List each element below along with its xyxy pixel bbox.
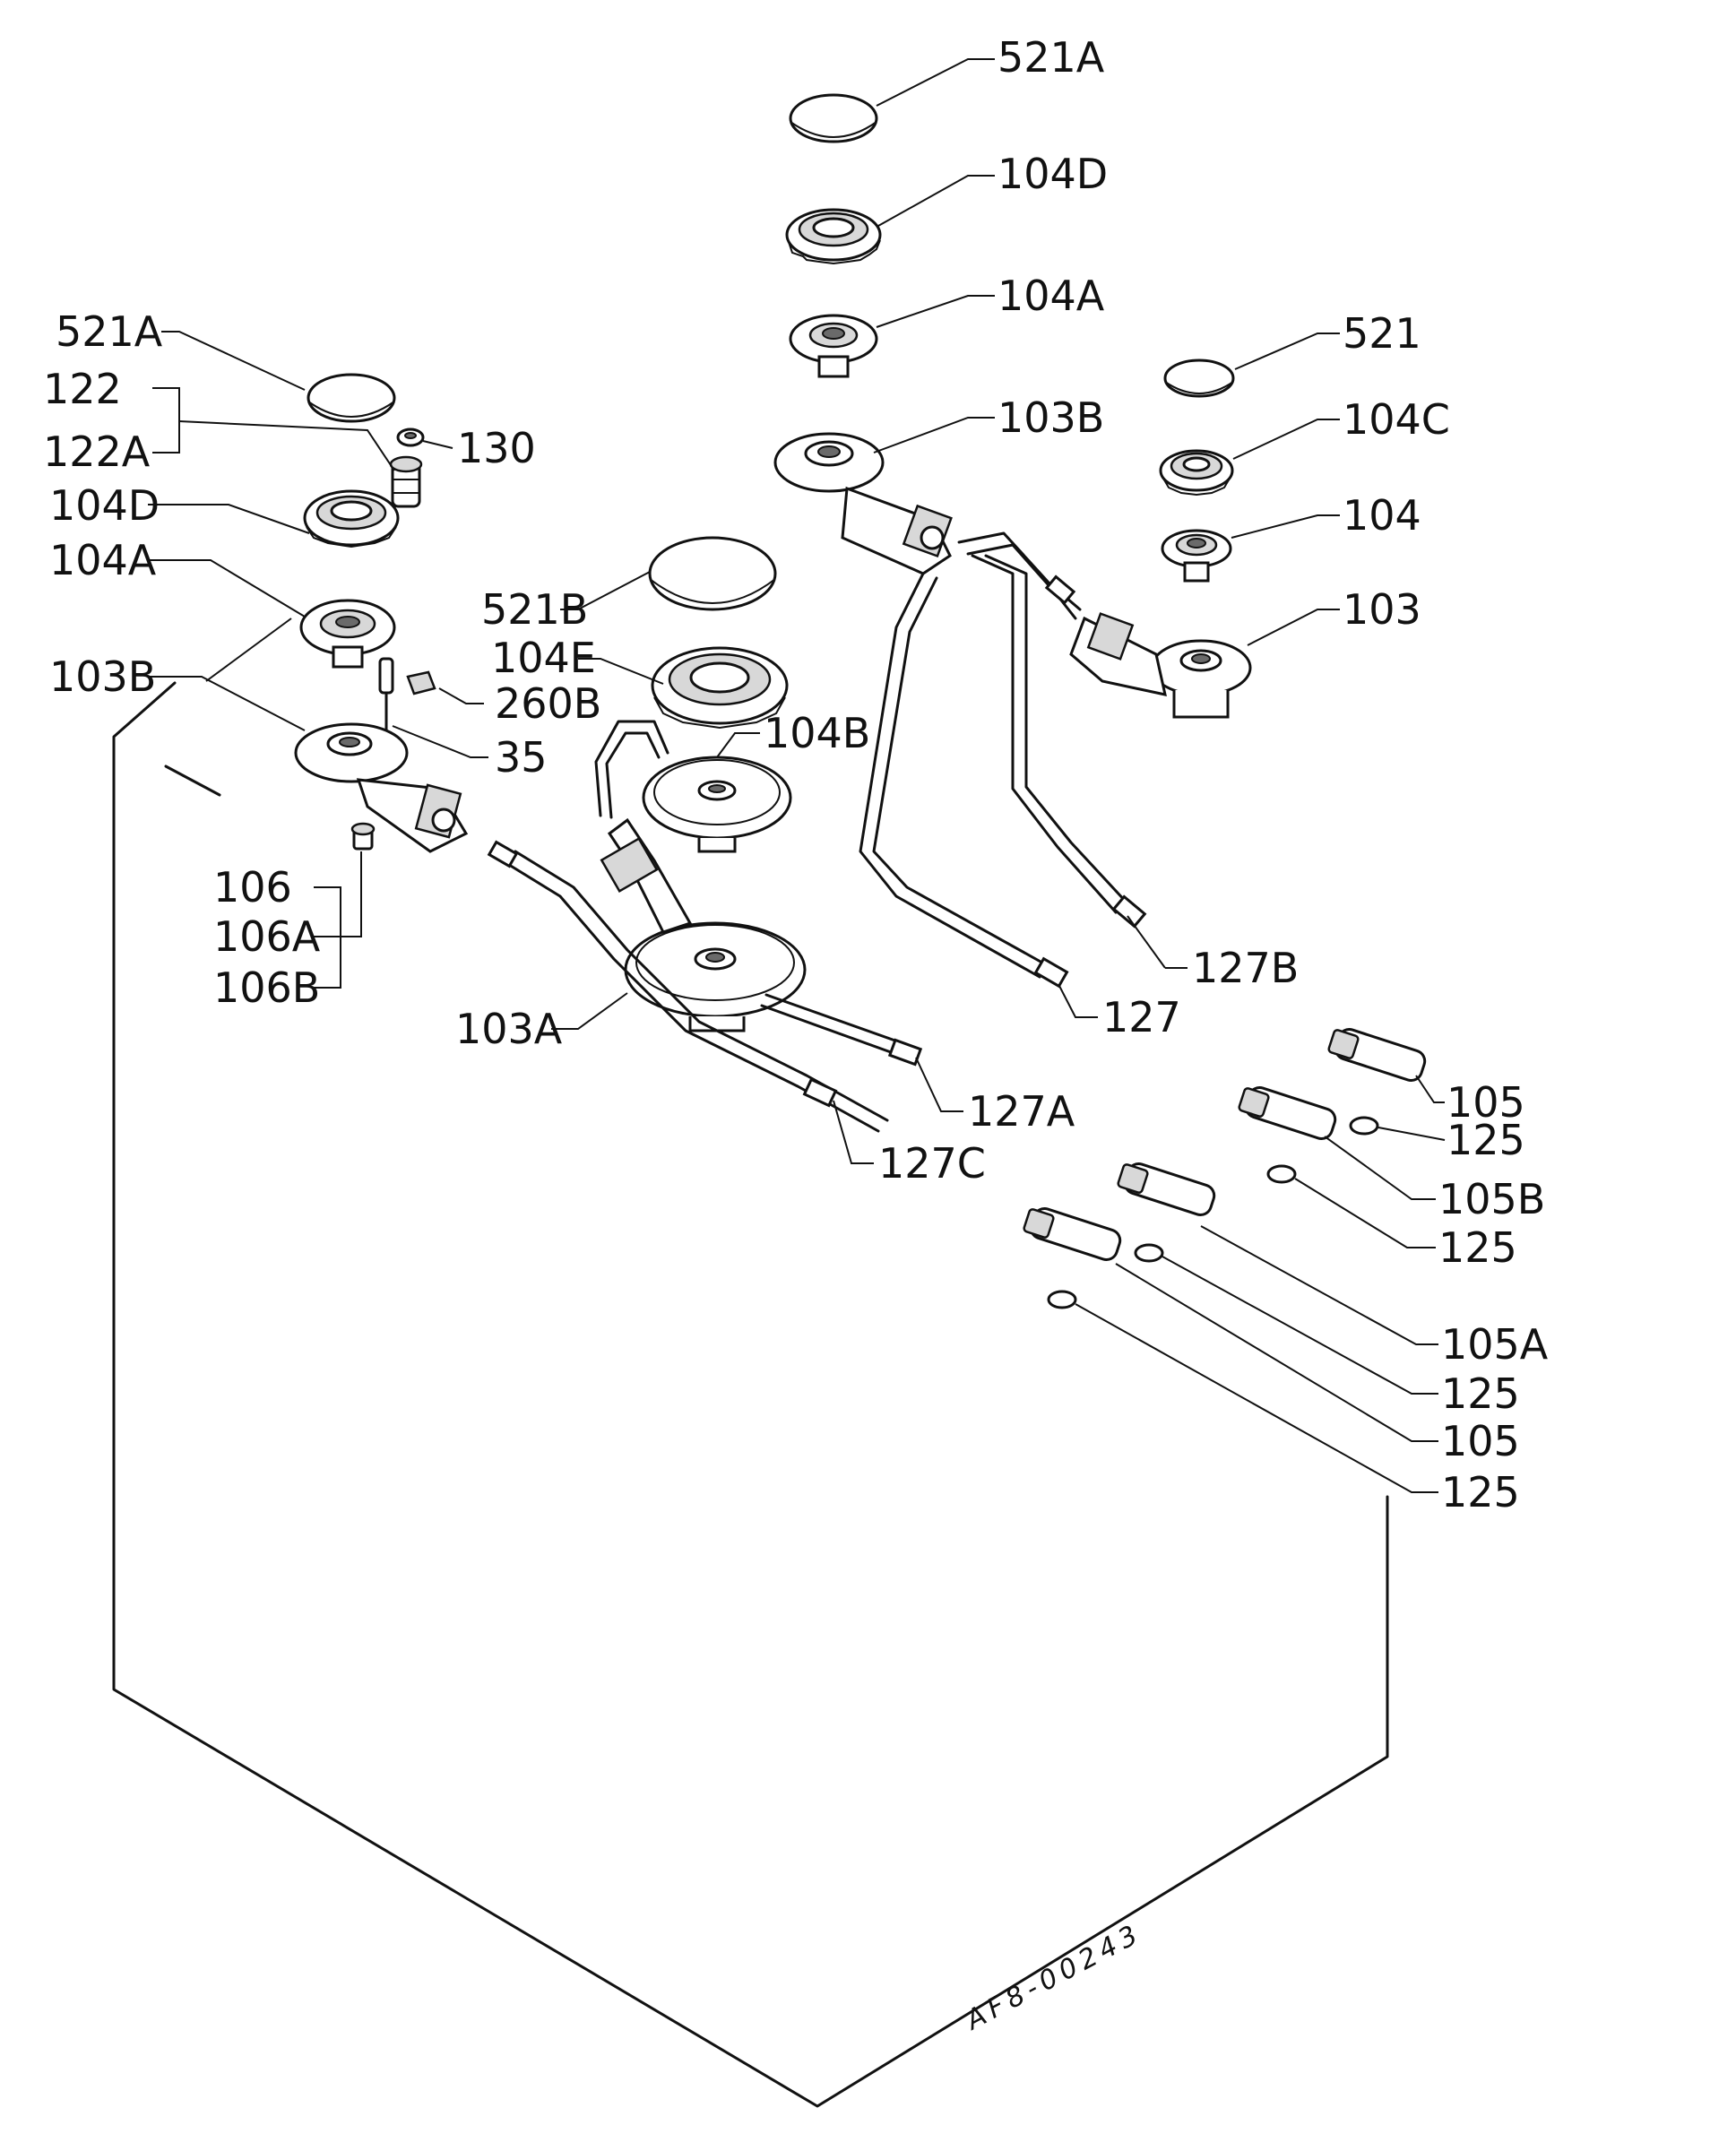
burner-spreader-104 — [1161, 529, 1232, 583]
label-103a: 103A — [455, 1005, 563, 1053]
label-127b: 127B — [1192, 944, 1299, 992]
injector-106 — [350, 822, 376, 851]
label-104e: 104E — [491, 634, 596, 682]
hob-outline — [112, 681, 1389, 2108]
label-106b: 106B — [213, 963, 320, 1012]
burner-crown-104d-left — [303, 489, 400, 549]
label-103: 103 — [1343, 585, 1421, 634]
burner-body-103b-left — [294, 722, 469, 853]
burner-body-103b-top — [773, 432, 953, 575]
valve-part-130 — [396, 428, 425, 447]
label-104c: 104C — [1343, 395, 1450, 444]
label-104a-top: 104A — [998, 272, 1105, 320]
label-521a-left: 521A — [56, 307, 163, 356]
burner-spreader-104a-top — [789, 314, 878, 378]
valve-105-upper — [1327, 1028, 1427, 1082]
burner-cap-521b — [648, 536, 777, 611]
label-260b: 260B — [495, 679, 601, 728]
label-105-1: 105 — [1447, 1078, 1525, 1127]
burner-cap-521 — [1163, 358, 1235, 398]
label-125-3: 125 — [1441, 1369, 1520, 1418]
thermocouple-35 — [378, 657, 394, 732]
label-125-2: 125 — [1438, 1223, 1517, 1272]
label-130: 130 — [457, 424, 536, 472]
label-104d-left: 104D — [49, 481, 160, 530]
valve-105a — [1117, 1162, 1216, 1216]
washers-125 — [1047, 1116, 1379, 1309]
label-521a-top: 521A — [998, 33, 1105, 82]
label-521: 521 — [1343, 309, 1421, 358]
label-105a: 105A — [1441, 1320, 1549, 1369]
label-104a-left: 104A — [49, 536, 157, 584]
label-122a: 122A — [43, 428, 151, 476]
label-122: 122 — [43, 365, 122, 413]
label-127a: 127A — [968, 1087, 1075, 1136]
burner-cap-521a-left — [307, 373, 396, 423]
burner-spreader-104b — [642, 756, 792, 853]
label-106a: 106A — [213, 912, 321, 961]
label-104d-top: 104D — [998, 150, 1108, 198]
label-104: 104 — [1343, 491, 1421, 540]
label-103b-left: 103B — [49, 652, 156, 701]
label-125-4: 125 — [1441, 1468, 1520, 1516]
drawing-code: AF8-00243 — [960, 1917, 1148, 2037]
label-105-2: 105 — [1441, 1417, 1520, 1465]
label-104b: 104B — [764, 709, 870, 757]
burner-crown-104e — [651, 646, 789, 730]
label-105b: 105B — [1438, 1175, 1545, 1223]
clip-260b — [406, 670, 436, 695]
label-127: 127 — [1102, 993, 1181, 1041]
burner-spreader-104a-left — [299, 599, 396, 669]
burner-crown-104d-top — [785, 208, 882, 265]
label-521b: 521B — [481, 585, 588, 634]
label-106: 106 — [213, 863, 292, 911]
burner-cap-521a-top — [789, 93, 878, 143]
leader-lines — [148, 58, 1446, 1493]
gas-pipes — [487, 531, 1147, 1133]
label-127c: 127C — [878, 1139, 986, 1188]
label-35: 35 — [495, 733, 548, 782]
valve-105-lower — [1023, 1207, 1122, 1261]
label-125-1: 125 — [1447, 1116, 1525, 1164]
valve-part-122 — [389, 455, 423, 508]
label-103b-top: 103B — [998, 393, 1104, 442]
valve-105b — [1238, 1086, 1337, 1140]
burner-body-103 — [1069, 612, 1252, 719]
burner-crown-104c — [1159, 449, 1234, 497]
